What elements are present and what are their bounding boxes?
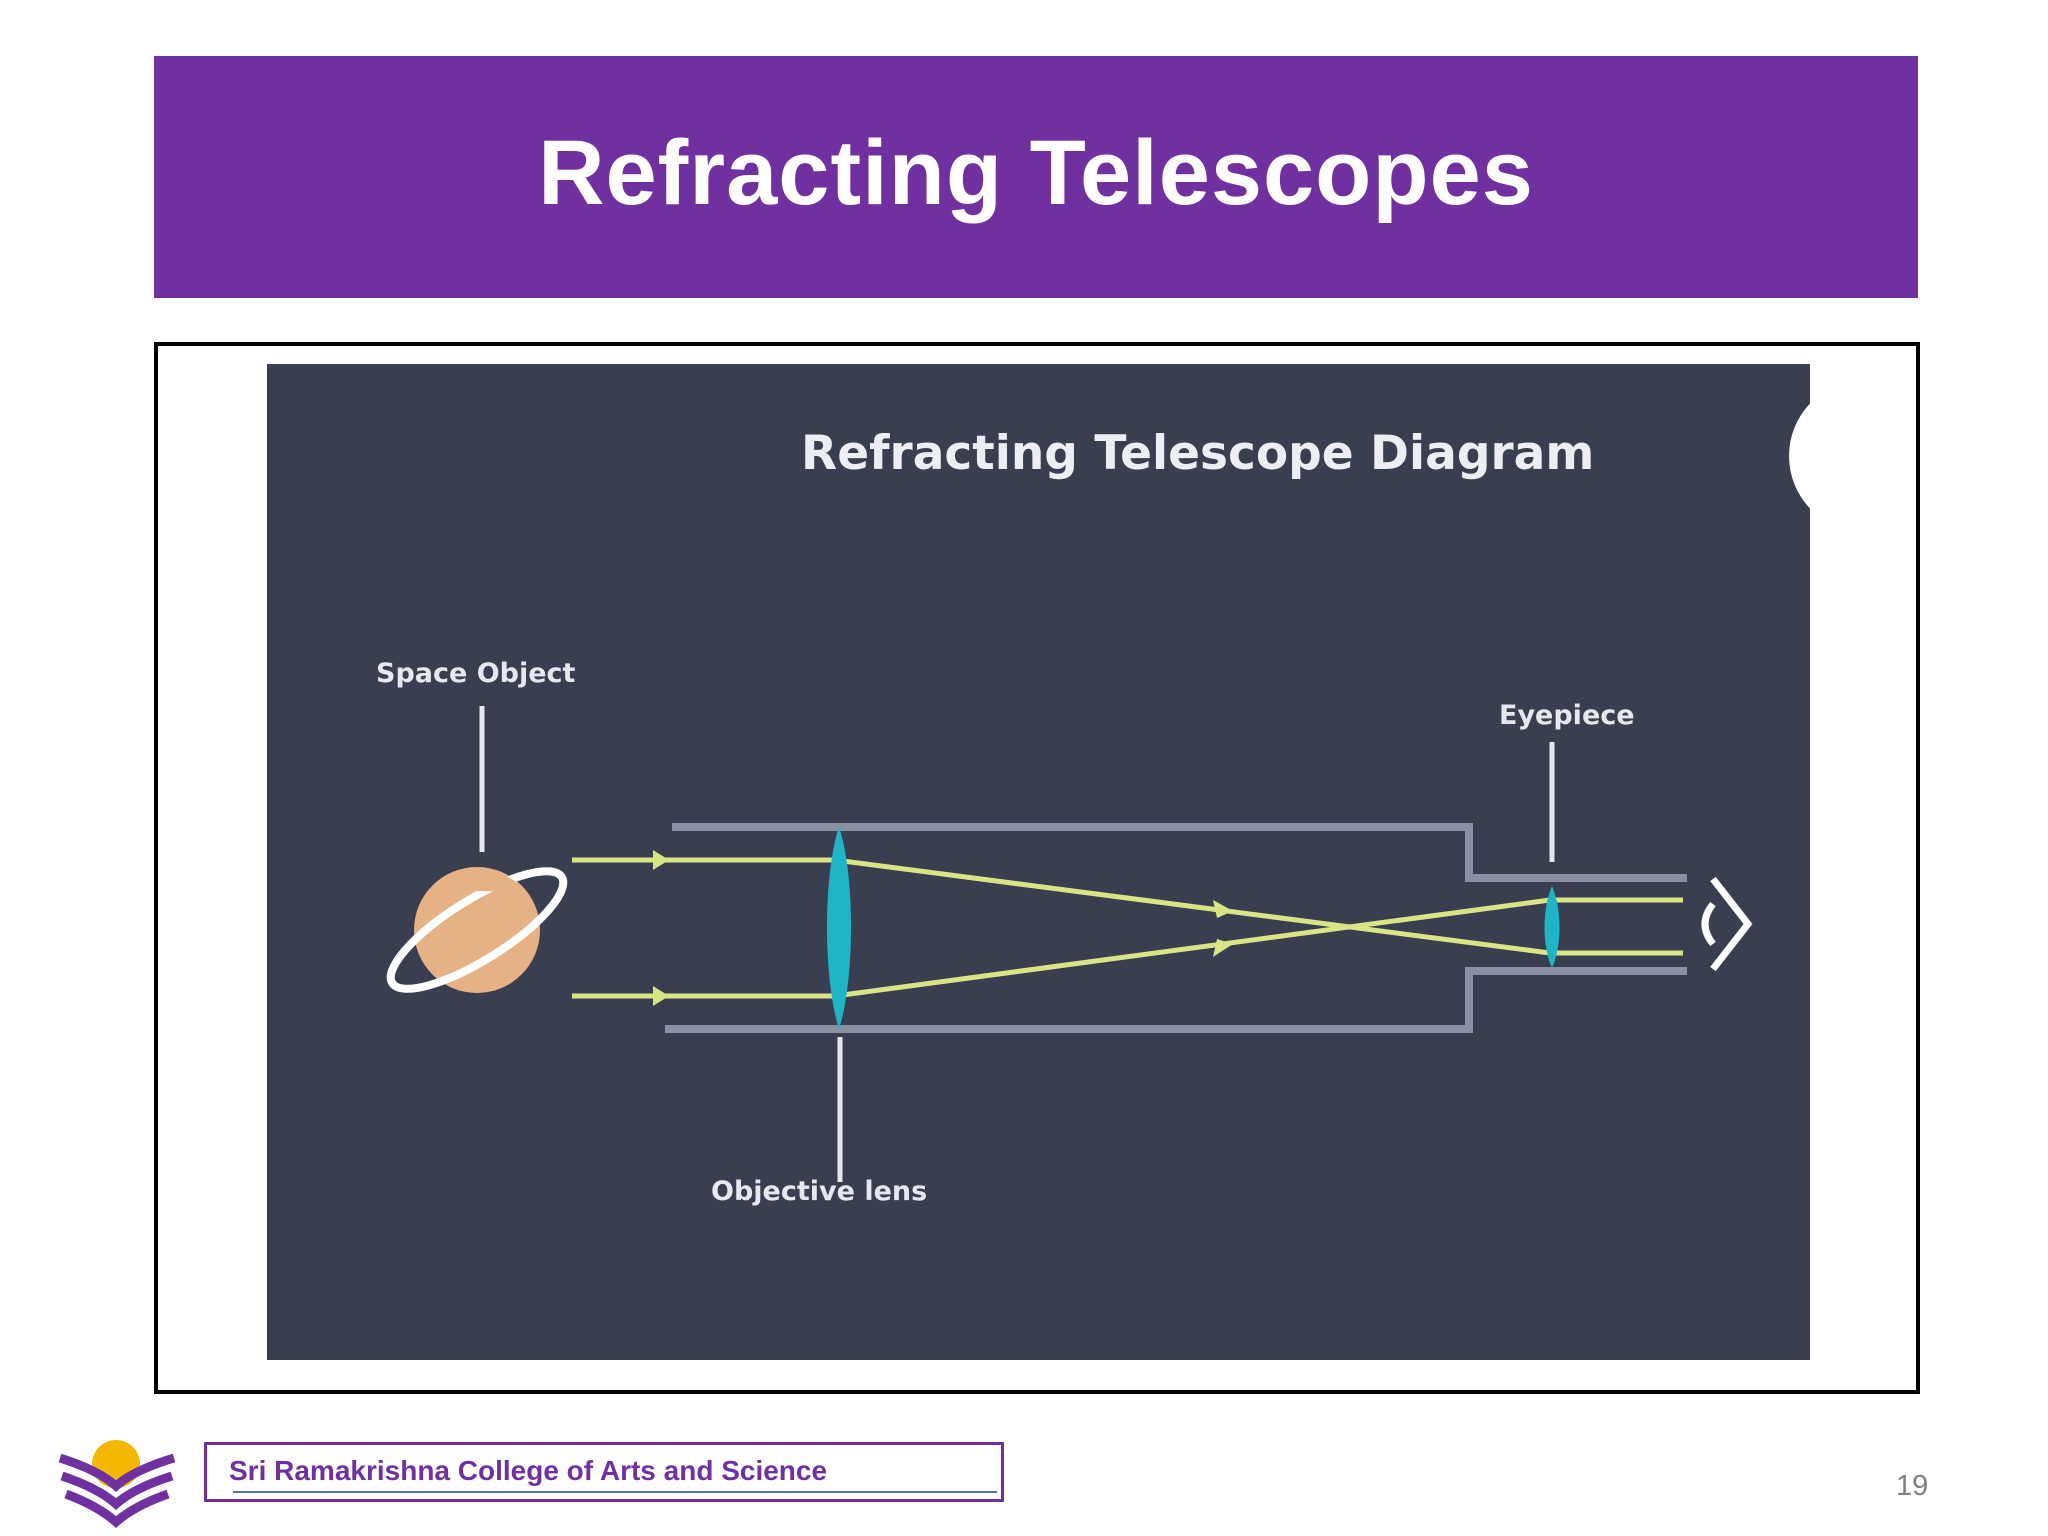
eye-icon	[1701, 876, 1753, 972]
light-rays	[572, 857, 1683, 999]
corner-badge	[1789, 403, 1810, 509]
eyepiece-lens	[1544, 886, 1560, 968]
college-logo-icon	[58, 1440, 176, 1529]
slide-title: Refracting Telescopes	[538, 121, 1534, 224]
objective-lens	[827, 827, 851, 1029]
ray-arrows	[653, 850, 1233, 1006]
title-banner: Refracting Telescopes	[154, 56, 1918, 298]
institution-name: Sri Ramakrishna College of Arts and Scie…	[229, 1455, 828, 1486]
diagram-drawing	[386, 403, 1810, 1182]
eyepiece-label: Eyepiece	[1499, 700, 1635, 731]
telescope-diagram: Refracting Telescope Diagram Space Objec…	[267, 364, 1810, 1360]
planet-icon	[386, 867, 568, 993]
objective-lens-label: Objective lens	[711, 1176, 928, 1207]
space-object-label: Space Object	[376, 658, 576, 689]
footer-underline	[233, 1491, 997, 1493]
diagram-title: Refracting Telescope Diagram	[801, 426, 1595, 481]
footer-institution-box: Sri Ramakrishna College of Arts and Scie…	[204, 1442, 1004, 1502]
page-number: 19	[1896, 1470, 1929, 1502]
telescope-tube	[665, 823, 1687, 1033]
figure-frame: Refracting Telescope Diagram Space Objec…	[154, 342, 1920, 1394]
